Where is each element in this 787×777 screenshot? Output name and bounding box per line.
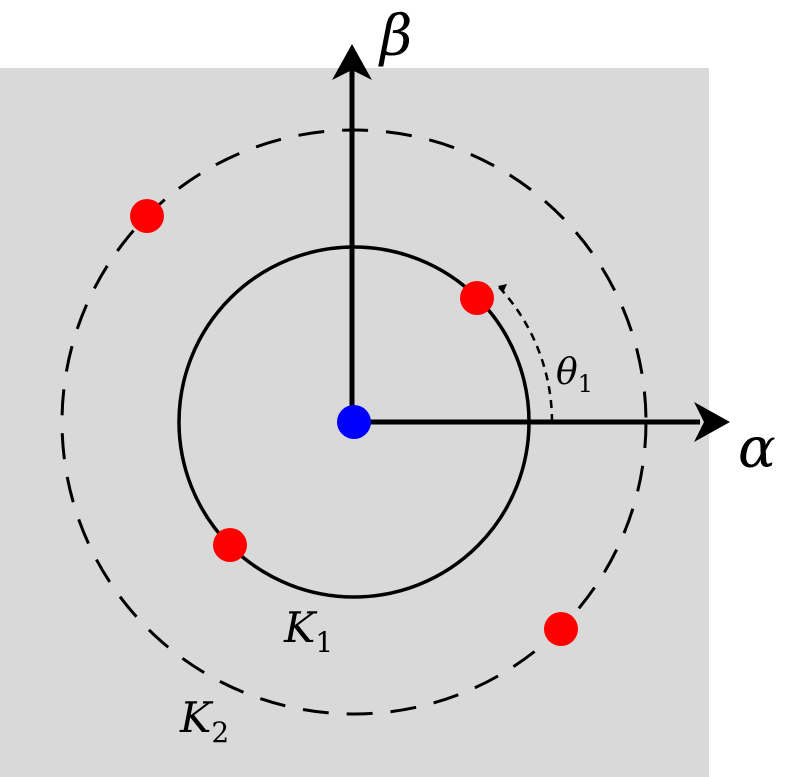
k1-label: K1	[283, 603, 333, 659]
point-inner-topright	[460, 281, 494, 315]
beta-label: β	[378, 4, 412, 69]
point-inner-bottomleft	[213, 528, 247, 562]
theta-label: θ1	[556, 352, 593, 398]
origin-point	[337, 405, 371, 439]
point-outer-topleft	[130, 199, 164, 233]
beta-axis-arrowhead	[332, 44, 372, 80]
theta-arc	[497, 285, 554, 423]
point-outer-bottomright	[544, 612, 578, 646]
k2-label: K2	[179, 693, 229, 749]
theta-arc-arrowhead	[498, 284, 507, 293]
alpha-label: α	[738, 416, 776, 481]
alpha-axis-arrowhead	[694, 402, 730, 442]
